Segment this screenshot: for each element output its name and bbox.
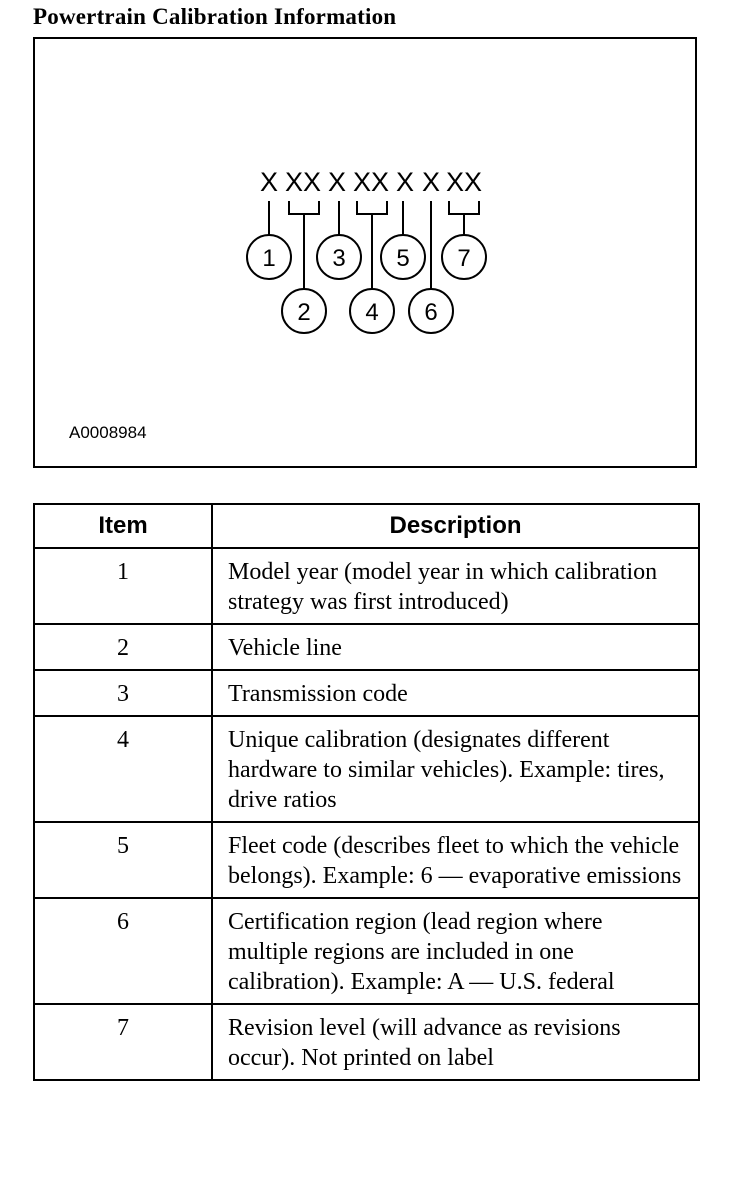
item-cell: 4 xyxy=(33,715,213,823)
column-header-item: Item xyxy=(33,503,213,549)
description-cell: Fleet code (describes fleet to which the… xyxy=(211,821,700,899)
bracket-4 xyxy=(356,201,388,290)
callout-circle-6 xyxy=(408,288,454,334)
table-row: 4 Unique calibration (designates differe… xyxy=(33,715,700,823)
calibration-code-diagram: X XX X XX X X XX xyxy=(33,37,697,468)
callout-number-1: 1 xyxy=(262,245,275,272)
callout-circle-3 xyxy=(316,234,362,280)
code-group-3: X xyxy=(328,167,346,197)
bracket-7 xyxy=(448,201,480,236)
description-cell: Revision level (will advance as revision… xyxy=(211,1003,700,1081)
table-row: 3 Transmission code xyxy=(33,669,700,717)
item-cell: 6 xyxy=(33,897,213,1005)
callout-circle-4 xyxy=(349,288,395,334)
description-cell: Unique calibration (designates different… xyxy=(211,715,700,823)
column-header-description: Description xyxy=(211,503,700,549)
table-row: 7 Revision level (will advance as revisi… xyxy=(33,1003,700,1081)
callout-number-6: 6 xyxy=(424,299,437,326)
table-row: 5 Fleet code (describes fleet to which t… xyxy=(33,821,700,899)
item-cell: 7 xyxy=(33,1003,213,1081)
code-group-2: XX xyxy=(285,167,321,197)
callout-number-3: 3 xyxy=(332,245,345,272)
item-cell: 3 xyxy=(33,669,213,717)
description-cell: Certification region (lead region where … xyxy=(211,897,700,1005)
description-cell: Transmission code xyxy=(211,669,700,717)
item-cell: 2 xyxy=(33,623,213,671)
callout-number-2: 2 xyxy=(297,299,310,326)
bracket-2 xyxy=(288,201,320,290)
table-row: 6 Certification region (lead region wher… xyxy=(33,897,700,1005)
code-group-4: XX xyxy=(353,167,389,197)
table-row: 1 Model year (model year in which calibr… xyxy=(33,547,700,625)
callout-number-5: 5 xyxy=(396,245,409,272)
code-group-6: X xyxy=(422,167,440,197)
callout-number-4: 4 xyxy=(365,299,378,326)
description-cell: Vehicle line xyxy=(211,623,700,671)
callout-circle-7 xyxy=(441,234,487,280)
description-cell: Model year (model year in which calibrat… xyxy=(211,547,700,625)
table-row: 2 Vehicle line xyxy=(33,623,700,671)
code-group-7: XX xyxy=(446,167,482,197)
diagram-svg: X XX X XX X X XX xyxy=(246,167,487,334)
callout-circle-1 xyxy=(246,234,292,280)
calibration-table: Item Description 1 Model year (model yea… xyxy=(33,503,700,1081)
page-title: Powertrain Calibration Information xyxy=(33,4,397,29)
callout-number-7: 7 xyxy=(457,245,470,272)
item-cell: 1 xyxy=(33,547,213,625)
code-group-1: X xyxy=(260,167,278,197)
figure-id: A0008984 xyxy=(69,423,147,442)
callout-circle-5 xyxy=(380,234,426,280)
item-cell: 5 xyxy=(33,821,213,899)
table-header-row: Item Description xyxy=(33,503,700,549)
code-group-5: X xyxy=(396,167,414,197)
callout-circle-2 xyxy=(281,288,327,334)
